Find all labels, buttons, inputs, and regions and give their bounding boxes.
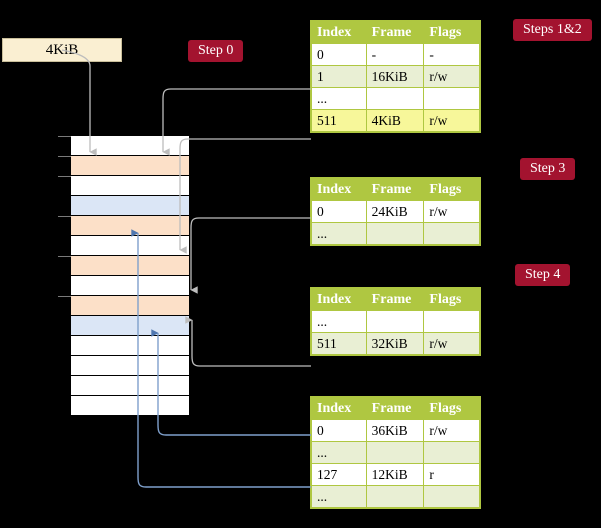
cell-index: 1 <box>311 65 367 88</box>
memory-block <box>71 236 189 256</box>
cell-flags: r/w <box>423 419 480 442</box>
table-row: ... <box>311 310 480 333</box>
cell-frame <box>365 441 425 464</box>
memory-tick <box>58 256 71 257</box>
col-header-flags: Flags <box>423 397 480 420</box>
cell-flags: r <box>423 463 480 486</box>
cell-index: 0 <box>311 200 367 223</box>
cell-frame <box>365 485 425 508</box>
memory-block <box>71 396 189 416</box>
badge-step-4: Step 4 <box>516 265 570 286</box>
table-header-row: Index Frame Flags <box>311 21 480 44</box>
memory-block <box>71 316 189 336</box>
memory-block <box>71 176 189 196</box>
cell-frame: 4KiB <box>365 109 425 132</box>
cell-frame <box>365 310 425 333</box>
cell-flags: r/w <box>423 109 480 132</box>
badge-steps-1-2: Steps 1&2 <box>514 20 591 41</box>
cell-index: 127 <box>311 463 367 486</box>
source-box-4kib: 4KiB <box>2 38 122 62</box>
cell-frame: 32KiB <box>365 332 425 355</box>
cell-frame <box>365 222 425 245</box>
badge-step-3: Step 3 <box>521 159 575 180</box>
cell-index: 0 <box>311 419 367 442</box>
cell-flags: r/w <box>423 332 480 355</box>
table-row: ... <box>311 87 480 110</box>
col-header-frame: Frame <box>365 397 425 420</box>
cell-flags <box>423 310 480 333</box>
memory-block <box>71 136 189 156</box>
memory-block <box>71 296 189 316</box>
col-header-index: Index <box>311 21 367 44</box>
memory-block <box>71 376 189 396</box>
cell-flags: r/w <box>423 200 480 223</box>
cell-frame: 12KiB <box>365 463 425 486</box>
cell-frame <box>365 87 425 110</box>
badge-step-0: Step 0 <box>189 41 243 62</box>
memory-block <box>71 276 189 296</box>
cell-index: ... <box>311 441 367 464</box>
memory-block <box>71 216 189 236</box>
memory-column <box>58 135 190 416</box>
col-header-frame: Frame <box>365 21 425 44</box>
col-header-flags: Flags <box>423 21 480 44</box>
col-header-frame: Frame <box>365 178 425 201</box>
table-row: ... <box>311 441 480 464</box>
col-header-index: Index <box>311 288 367 311</box>
memory-block <box>71 196 189 216</box>
memory-tick <box>58 296 71 297</box>
cell-index: ... <box>311 222 367 245</box>
memory-tick <box>58 176 71 177</box>
col-header-flags: Flags <box>423 288 480 311</box>
cell-flags: r/w <box>423 65 480 88</box>
memory-tick <box>58 216 71 217</box>
table-header-row: Index Frame Flags <box>311 178 480 201</box>
cell-index: 511 <box>311 109 367 132</box>
cell-flags <box>423 222 480 245</box>
memory-block <box>71 156 189 176</box>
cell-flags: - <box>423 43 480 66</box>
col-header-flags: Flags <box>423 178 480 201</box>
table-row: ... <box>311 222 480 245</box>
memory-block <box>71 336 189 356</box>
table-row: ... <box>311 485 480 508</box>
table-header-row: Index Frame Flags <box>311 288 480 311</box>
cell-index: 0 <box>311 43 367 66</box>
memory-block <box>71 256 189 276</box>
cell-frame: 16KiB <box>365 65 425 88</box>
cell-index: ... <box>311 87 367 110</box>
cell-flags <box>423 87 480 110</box>
cell-index: ... <box>311 310 367 333</box>
cell-flags <box>423 441 480 464</box>
memory-block <box>71 356 189 376</box>
cell-frame: 36KiB <box>365 419 425 442</box>
cell-frame: 24KiB <box>365 200 425 223</box>
table-header-row: Index Frame Flags <box>311 397 480 420</box>
col-header-frame: Frame <box>365 288 425 311</box>
memory-tick <box>58 156 71 157</box>
cell-index: 511 <box>311 332 367 355</box>
cell-flags <box>423 485 480 508</box>
col-header-index: Index <box>311 397 367 420</box>
cell-index: ... <box>311 485 367 508</box>
cell-frame: - <box>365 43 425 66</box>
col-header-index: Index <box>311 178 367 201</box>
memory-tick <box>58 136 71 137</box>
table-row: 0-- <box>311 43 480 66</box>
